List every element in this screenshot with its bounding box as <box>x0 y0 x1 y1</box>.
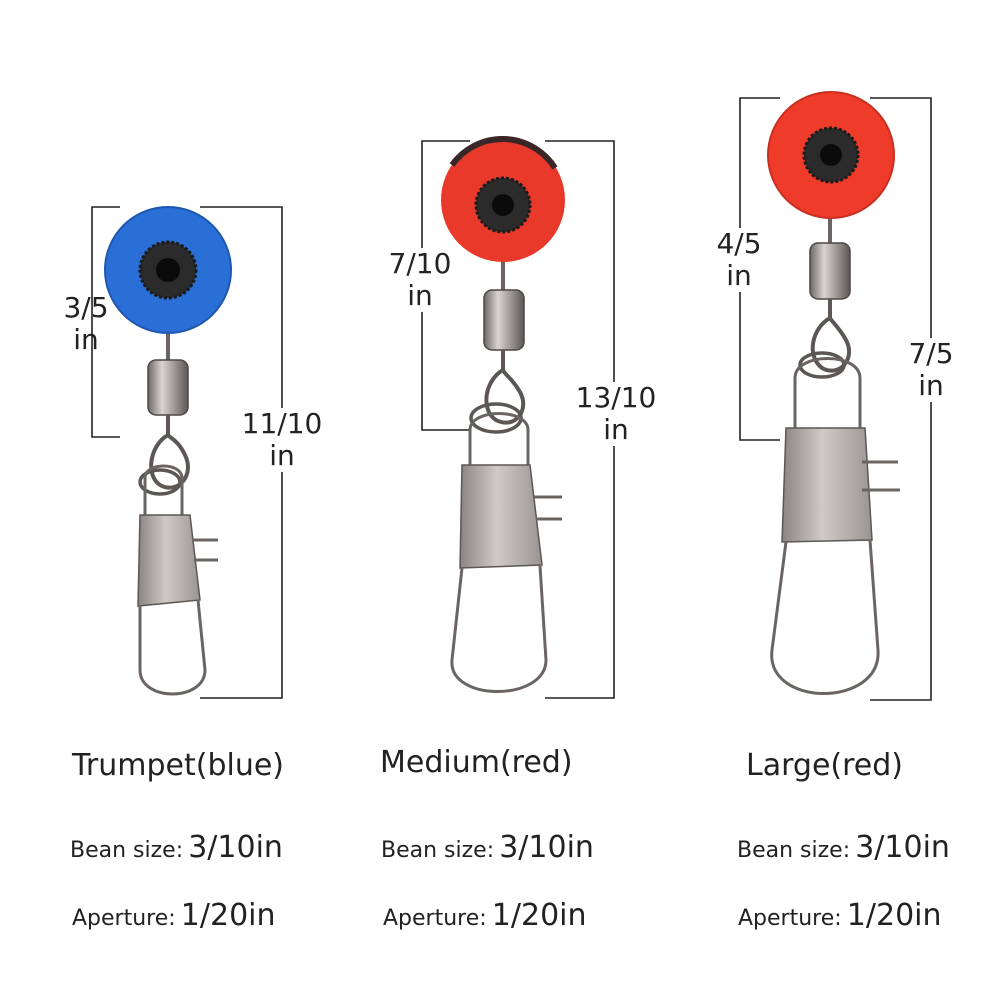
bead-dimension-unit: in <box>73 323 99 357</box>
bead-dimension-label-trumpet: 3/5 in <box>50 291 122 357</box>
total-dimension-value: 7/5 <box>908 337 954 370</box>
total-dimension-value: 13/10 <box>575 381 657 414</box>
bean-size-label: Bean size: <box>70 838 184 863</box>
total-dimension-unit: in <box>918 369 944 403</box>
swivel-snap-trumpet <box>137 330 218 696</box>
bean-size-value: 3/10in <box>188 830 283 865</box>
bead-dimension-label-large: 4/5 in <box>700 227 778 293</box>
bean-size-row-large: Bean size: 3/10in <box>737 830 950 865</box>
swivel-snap-medium <box>450 260 562 693</box>
total-dimension-label-trumpet: 11/10 in <box>232 407 332 473</box>
bead-dimension-label-medium: 7/10 in <box>378 247 462 313</box>
bead-dimension-value: 7/10 <box>388 247 452 280</box>
total-dimension-label-large: 7/5 in <box>896 337 966 403</box>
aperture-value: 1/20in <box>180 898 276 933</box>
product-name-medium: Medium(red) <box>380 745 573 780</box>
bean-size-row-trumpet: Bean size: 3/10in <box>70 830 283 865</box>
aperture-label: Aperture: <box>72 906 176 931</box>
aperture-label: Aperture: <box>738 906 842 931</box>
bead-dimension-value: 4/5 <box>716 227 762 260</box>
bead-large <box>767 91 895 219</box>
bean-size-value: 3/10in <box>499 830 594 865</box>
aperture-row-large: Aperture: 1/20in <box>738 898 942 933</box>
total-dimension-unit: in <box>269 439 295 473</box>
bean-size-row-medium: Bean size: 3/10in <box>381 830 594 865</box>
aperture-row-trumpet: Aperture: 1/20in <box>72 898 276 933</box>
bean-size-label: Bean size: <box>737 838 851 863</box>
total-dimension-label-medium: 13/10 in <box>566 381 666 447</box>
aperture-value: 1/20in <box>491 898 587 933</box>
product-name-large: Large(red) <box>746 748 903 783</box>
bead-dimension-unit: in <box>726 259 752 293</box>
bead-trumpet <box>104 206 232 334</box>
swivel-snap-large <box>770 210 900 695</box>
aperture-label: Aperture: <box>383 906 487 931</box>
aperture-row-medium: Aperture: 1/20in <box>383 898 587 933</box>
bead-medium <box>441 135 565 262</box>
total-dimension-unit: in <box>603 413 629 447</box>
total-dimension-value: 11/10 <box>241 407 323 440</box>
bean-size-value: 3/10in <box>855 830 950 865</box>
bead-dimension-unit: in <box>407 279 433 313</box>
bean-size-label: Bean size: <box>381 838 495 863</box>
aperture-value: 1/20in <box>846 898 942 933</box>
product-name-trumpet: Trumpet(blue) <box>72 748 285 783</box>
dimension-bracket-bead-trumpet <box>91 206 120 438</box>
bead-dimension-value: 3/5 <box>63 291 109 324</box>
